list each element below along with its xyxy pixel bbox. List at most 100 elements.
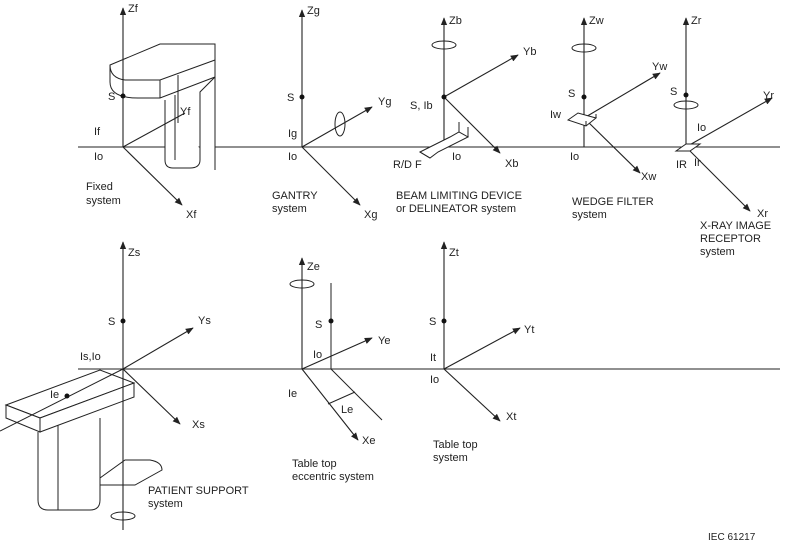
io-label-fixed: Io bbox=[94, 151, 103, 163]
beam-caption-line2: or DELINEATOR system bbox=[396, 203, 516, 215]
wedge-filter-panel: Zw Yw Xw S Iw Io WEDGE FILTER system bbox=[550, 15, 667, 221]
s-label-gantry: S bbox=[287, 92, 294, 104]
eccentric-parallel-line bbox=[330, 368, 383, 421]
zt-label: Zt bbox=[449, 247, 459, 259]
xs-axis bbox=[122, 368, 181, 425]
s-ib-label: S, Ib bbox=[410, 100, 433, 112]
s-label-patient: S bbox=[108, 316, 115, 328]
patient-rotation-icon bbox=[110, 511, 136, 521]
ir-label: IR bbox=[676, 159, 687, 171]
tabletop-caption-line2: system bbox=[433, 452, 468, 464]
xt-axis bbox=[443, 368, 501, 422]
it-label: It bbox=[430, 352, 436, 364]
yf-axis bbox=[122, 112, 186, 148]
eccentric-caption-line1: Table top bbox=[292, 458, 337, 470]
table-top-system-panel: Zt Yt Xt S It Io Table top system bbox=[429, 241, 534, 464]
xray-caption-line2: RECEPTOR bbox=[700, 233, 761, 245]
zs-label: Zs bbox=[128, 247, 141, 259]
fixed-system-panel: Zf Yf Xf S If Io Fixed system bbox=[86, 3, 216, 221]
source-point-xray bbox=[683, 92, 689, 98]
beam-caption-line1: BEAM LIMITING DEVICE bbox=[396, 190, 522, 202]
yf-label: Yf bbox=[180, 106, 191, 118]
ye-axis bbox=[301, 337, 373, 370]
gantry-system-panel: Zg Yg Xg S Ig Io GANTRY system bbox=[272, 5, 391, 221]
ie-label-patient: Ie bbox=[50, 389, 59, 401]
pedestal-shape bbox=[37, 432, 163, 511]
source-point-patient bbox=[120, 318, 126, 324]
xb-axis bbox=[443, 96, 501, 154]
ye-label: Ye bbox=[378, 335, 390, 347]
ys-label: Ys bbox=[198, 315, 211, 327]
le-label: Le bbox=[341, 404, 353, 416]
xw-axis bbox=[583, 117, 641, 174]
yw-label: Yw bbox=[652, 61, 667, 73]
wedge-caption-line1: WEDGE FILTER bbox=[572, 196, 654, 208]
source-point-fixed bbox=[120, 93, 126, 99]
zg-label: Zg bbox=[307, 5, 320, 17]
ie-point-patient bbox=[64, 393, 70, 399]
iw-label: Iw bbox=[550, 109, 561, 121]
ie-guide-line bbox=[0, 368, 124, 432]
s-label-fixed: S bbox=[108, 91, 115, 103]
ir-lower-label: Ir bbox=[694, 157, 701, 169]
gantry-caption-line2: system bbox=[272, 203, 307, 215]
le-indicator bbox=[327, 391, 356, 405]
yg-label: Yg bbox=[378, 96, 391, 108]
io-label-wedge: Io bbox=[570, 151, 579, 163]
ys-axis bbox=[122, 327, 194, 370]
zf-label: Zf bbox=[128, 3, 139, 15]
xb-label: Xb bbox=[505, 158, 518, 170]
if-label: If bbox=[94, 126, 101, 138]
beam-rotation-icon bbox=[431, 40, 457, 50]
xray-rotation-icon bbox=[673, 100, 699, 110]
xf-axis bbox=[122, 146, 183, 206]
patient-caption-line2: system bbox=[148, 498, 183, 510]
yg-axis bbox=[301, 106, 373, 148]
rdf-label: R/D F bbox=[393, 159, 422, 171]
patient-caption-line1: PATIENT SUPPORT bbox=[148, 485, 249, 497]
is-io-label: Is,Io bbox=[80, 351, 101, 363]
xray-caption-line3: system bbox=[700, 246, 735, 258]
source-point-eccentric bbox=[328, 318, 334, 324]
s-label-tabletop: S bbox=[429, 316, 436, 328]
eccentric-rotation-icon bbox=[289, 279, 315, 289]
zb-label: Zb bbox=[449, 15, 462, 27]
xs-label: Xs bbox=[192, 419, 205, 431]
gantry-arm-shape bbox=[109, 43, 216, 99]
beam-limiting-device-panel: Zb Yb Xb S, Ib Io R/D F BEAM LIMITING DE… bbox=[393, 15, 536, 215]
zw-label: Zw bbox=[589, 15, 604, 27]
yb-axis bbox=[443, 54, 519, 98]
s-label-xray: S bbox=[670, 86, 677, 98]
yb-label: Yb bbox=[523, 46, 536, 58]
tabletop-caption-line1: Table top bbox=[433, 439, 478, 451]
xray-receptor-panel: Zr Yr Xr S Io IR Ir X-RAY IMAGE RECEPTOR… bbox=[670, 15, 774, 258]
xw-label: Xw bbox=[641, 171, 656, 183]
xg-label: Xg bbox=[364, 209, 377, 221]
wedge-caption-line2: system bbox=[572, 209, 607, 221]
xe-axis bbox=[301, 368, 359, 441]
ig-label: Ig bbox=[288, 128, 297, 140]
wedge-filter-shape bbox=[566, 112, 598, 127]
s-label-wedge: S bbox=[568, 88, 575, 100]
yr-label: Yr bbox=[763, 90, 774, 102]
gantry-caption-line1: GANTRY bbox=[272, 190, 318, 202]
gantry-stand-shape bbox=[164, 75, 216, 170]
iec-standard-label: IEC 61217 bbox=[708, 532, 756, 543]
yw-axis bbox=[583, 72, 661, 119]
fixed-caption-line2: system bbox=[86, 195, 121, 207]
gantry-rotation-icon bbox=[334, 111, 346, 137]
source-point-wedge bbox=[581, 94, 587, 100]
wedge-rotation-icon bbox=[571, 43, 597, 53]
xr-label: Xr bbox=[757, 208, 768, 220]
xf-label: Xf bbox=[186, 209, 197, 221]
patient-support-panel: Zs Ys Xs S Is,Io Ie PATIENT SUPPORT syst… bbox=[0, 241, 249, 530]
source-point-beam bbox=[441, 94, 447, 100]
zr-label: Zr bbox=[691, 15, 702, 27]
fixed-caption-line1: Fixed bbox=[86, 181, 113, 193]
eccentric-system-panel: Ze Ye Xe S Io Ie Le Table top eccentric … bbox=[288, 257, 390, 483]
io-label-tabletop: Io bbox=[430, 374, 439, 386]
s-label-eccentric: S bbox=[315, 319, 322, 331]
xt-label: Xt bbox=[506, 411, 516, 423]
io-label-eccentric: Io bbox=[313, 349, 322, 361]
yr-axis bbox=[685, 97, 773, 148]
